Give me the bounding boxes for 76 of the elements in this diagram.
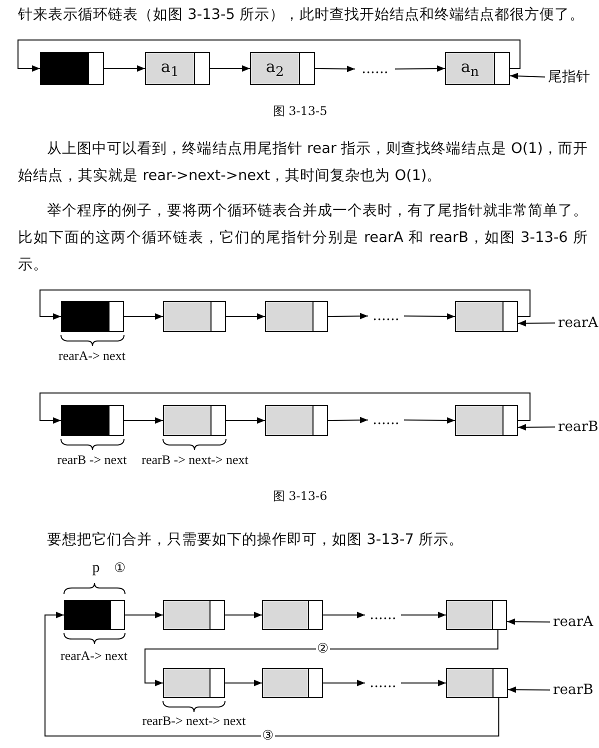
list-node: [163, 301, 226, 332]
paragraph: 举个程序的例子，要将两个循环链表合并成一个表时，有了尾指针就非常简单了。比如下面的这两个循环链表，它们的尾指针分别是 rearA 和 rearB，如图 3-13-6 所示。: [18, 202, 588, 275]
brace-label: rearB-> next-> next: [141, 713, 247, 729]
arrow: [124, 417, 164, 424]
figure-caption: 图 3-13-5: [272, 103, 328, 120]
pointer-label: rearA: [550, 613, 592, 631]
pointer-label: rearA: [555, 314, 597, 332]
arrow: [40, 290, 530, 320]
arrow: [400, 680, 446, 686]
arrow: [322, 612, 366, 618]
arrow: [508, 686, 550, 693]
step-number: ①: [113, 560, 127, 576]
list-node: [265, 301, 328, 332]
ellipsis-text: ......: [365, 606, 401, 624]
arrow: [144, 630, 498, 686]
edge-label: ③: [261, 730, 275, 742]
ellipsis-text: ......: [365, 674, 401, 692]
list-node: [163, 668, 225, 698]
list-node: [250, 52, 315, 85]
arrow: [18, 40, 520, 72]
arrow: [226, 417, 266, 424]
arrow: [314, 66, 356, 72]
list-node: [145, 52, 210, 85]
arrow: [210, 65, 250, 72]
paragraph: 要想把它们合并，只需要如下的操作即可，如图 3-13-7 所示。: [46, 530, 465, 550]
list-node: [262, 600, 323, 630]
pointer-label: rearB: [555, 418, 597, 436]
brace-label: rearA-> next: [58, 348, 126, 364]
list-node: [445, 52, 510, 85]
brace-label: rearA-> next: [60, 648, 128, 664]
list-node: [64, 600, 125, 630]
arrow: [400, 612, 446, 618]
paragraph: 针来表示循环链表（如图 3-13-5 所示），此时查找开始结点和终端结点都很方便了。: [18, 6, 586, 25]
arrow: [224, 612, 262, 618]
list-node: [163, 405, 226, 436]
arrow: [224, 680, 262, 686]
arrow: [322, 680, 366, 686]
arrow: [226, 313, 266, 320]
list-node: [446, 600, 507, 630]
list-node: [455, 405, 518, 436]
paragraph: 从上图中可以看到，终端结点用尾指针 rear 指示，则查找终端结点是 O(1)，而开始结点，其实就是 rear->next->next，其时间复杂也为 O(1)。: [18, 140, 588, 186]
node-label: a$_{1}$: [160, 56, 179, 80]
arrow: [328, 312, 368, 320]
arrow: [328, 416, 368, 424]
pointer-label: 尾指针: [545, 67, 590, 87]
figure-caption: 图 3-13-6: [272, 488, 328, 505]
arrow: [394, 65, 446, 72]
arrow: [124, 612, 164, 618]
list-node: [262, 668, 323, 698]
ellipsis-text: ......: [355, 60, 395, 78]
list-node: [163, 600, 225, 630]
list-node: [40, 52, 104, 85]
ellipsis-text: ......: [368, 307, 404, 325]
node-label: a$_{2}$: [266, 56, 284, 80]
arrow: [510, 72, 546, 80]
brace-label: rearB -> next-> next: [140, 452, 250, 468]
list-node: [265, 405, 328, 436]
pointer-label: rearB: [550, 681, 592, 699]
variable-label: p: [91, 560, 101, 577]
arrow: [404, 313, 456, 320]
list-node: [61, 405, 124, 436]
arrow: [124, 313, 164, 320]
edge-label: ②: [316, 642, 330, 656]
node-label: a$_{n}$: [460, 56, 479, 80]
arrow: [404, 417, 456, 424]
list-node: [61, 301, 124, 332]
arrow: [506, 618, 550, 625]
arrow: [40, 392, 530, 424]
arrow: [44, 612, 500, 736]
arrow: [104, 65, 146, 72]
arrow: [518, 424, 556, 430]
brace-label: rearB -> next: [56, 452, 128, 468]
list-node: [455, 301, 518, 332]
list-node: [446, 668, 508, 698]
ellipsis-text: ......: [368, 411, 404, 429]
arrow: [518, 320, 556, 326]
